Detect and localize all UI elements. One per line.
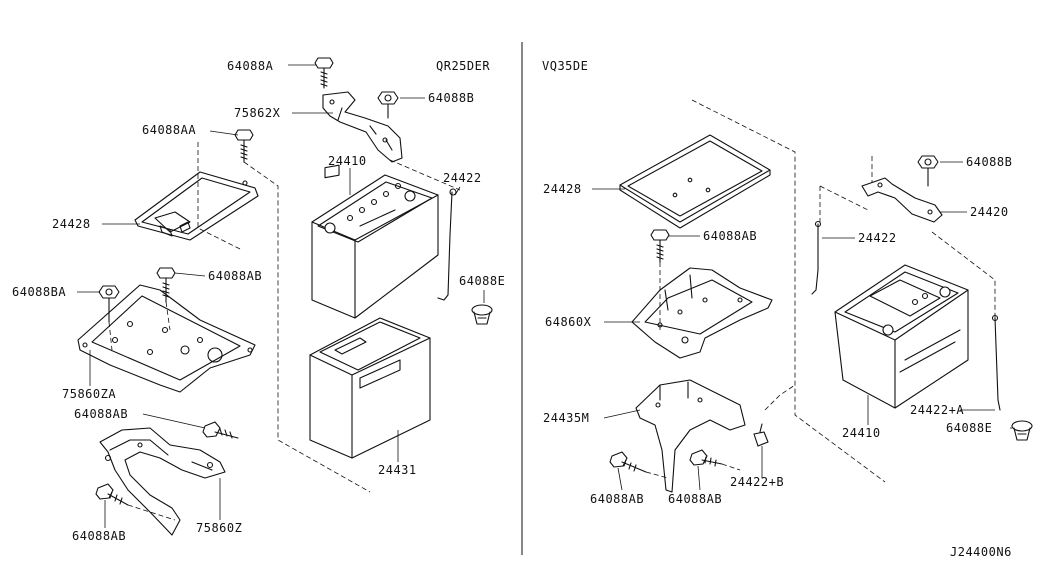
dashline-bolts-right: [645, 262, 741, 479]
label-24431: 24431: [378, 463, 417, 477]
nut-64088b-right: [917, 155, 939, 187]
battery-24410-right: [834, 264, 969, 409]
dashline-bolts-left: [108, 301, 171, 351]
bolt-64088ab-lower: [95, 483, 129, 506]
bolt-64088ab-upper: [156, 267, 176, 303]
plate-75860za: [77, 284, 256, 393]
label-64088ba: 64088BA: [12, 285, 66, 299]
dashline-rod-right: [819, 185, 869, 222]
bracket-24435m: [635, 379, 746, 493]
label-75862x: 75862X: [234, 106, 281, 120]
label-75860za: 75860ZA: [62, 387, 116, 401]
label-64088ab-right-upper: 64088AB: [703, 229, 757, 243]
battery-24410-left: [311, 164, 439, 319]
rod-24422-right: [811, 220, 822, 295]
nut-64088ba: [98, 285, 120, 323]
label-64088a: 64088A: [227, 59, 274, 73]
dashline-lower-left: [127, 504, 176, 521]
rod-24422-a: [991, 314, 1001, 411]
label-24422-right: 24422: [858, 231, 897, 245]
label-24422-b: 24422+B: [730, 475, 784, 489]
label-75860z: 75860Z: [196, 521, 242, 535]
dashline-rod-left: [389, 159, 461, 191]
bracket-75862x: [322, 91, 403, 163]
clip-64088e-left: [471, 304, 493, 325]
dashline-box-left: [243, 161, 371, 493]
bolt-64088ab-right-upper: [650, 229, 670, 263]
engine-label-left: QR25DER: [436, 59, 490, 73]
label-24435m: 24435M: [543, 411, 589, 425]
nut-64088b-left: [377, 91, 399, 119]
bracket-24420: [861, 177, 943, 223]
rod-24422-left: [437, 188, 457, 301]
tray-24428-left: [134, 171, 259, 241]
tray-24428-right: [619, 134, 771, 229]
label-24422-a: 24422+A: [910, 403, 964, 417]
frame-64860x: [631, 267, 773, 359]
label-64088e-left: 64088E: [459, 274, 505, 288]
label-24422-left: 24422: [443, 171, 482, 185]
dashline-tray-left: [197, 142, 243, 251]
part-labels: 64088A 64088B 75862X 64088AA 24410 24422…: [12, 59, 1012, 543]
label-64088ab-upper: 64088AB: [208, 269, 262, 283]
label-24428-right: 24428: [543, 182, 582, 196]
bolt-64088ab-right-lower-a: [609, 451, 647, 473]
bolt-64088ab-middle: [202, 421, 239, 439]
label-64088ab-middle: 64088AB: [74, 407, 128, 421]
label-24410-right: 24410: [842, 426, 881, 440]
dashline-bracket-right: [871, 156, 996, 318]
diagram-code: J24400N6: [950, 545, 1012, 559]
clip-24422-b: [753, 423, 769, 447]
label-24428-left: 24428: [52, 217, 91, 231]
label-64088b-right: 64088B: [966, 155, 1012, 169]
label-64088ab-right-lower-b: 64088AB: [668, 492, 722, 506]
label-64088e-right: 64088E: [946, 421, 992, 435]
label-24410-left: 24410: [328, 154, 367, 168]
label-64860x: 64860X: [545, 315, 592, 329]
label-64088b-left: 64088B: [428, 91, 474, 105]
clip-64088e-right: [1011, 420, 1033, 441]
bracket-75860z: [99, 427, 226, 536]
label-24420: 24420: [970, 205, 1009, 219]
leader-lines: [77, 64, 1012, 528]
dashline-tray-right: [691, 99, 886, 483]
dashline-clip-right: [764, 384, 796, 411]
engine-label-right: VQ35DE: [542, 59, 588, 73]
bolt-64088ab-right-lower-b: [689, 449, 723, 467]
label-64088aa: 64088AA: [142, 123, 196, 137]
bolt-64088aa: [234, 129, 254, 163]
bolt-64088a: [314, 57, 334, 89]
label-64088ab-lower: 64088AB: [72, 529, 126, 543]
case-24431: [309, 317, 431, 459]
label-64088ab-right-lower-a: 64088AB: [590, 492, 644, 506]
